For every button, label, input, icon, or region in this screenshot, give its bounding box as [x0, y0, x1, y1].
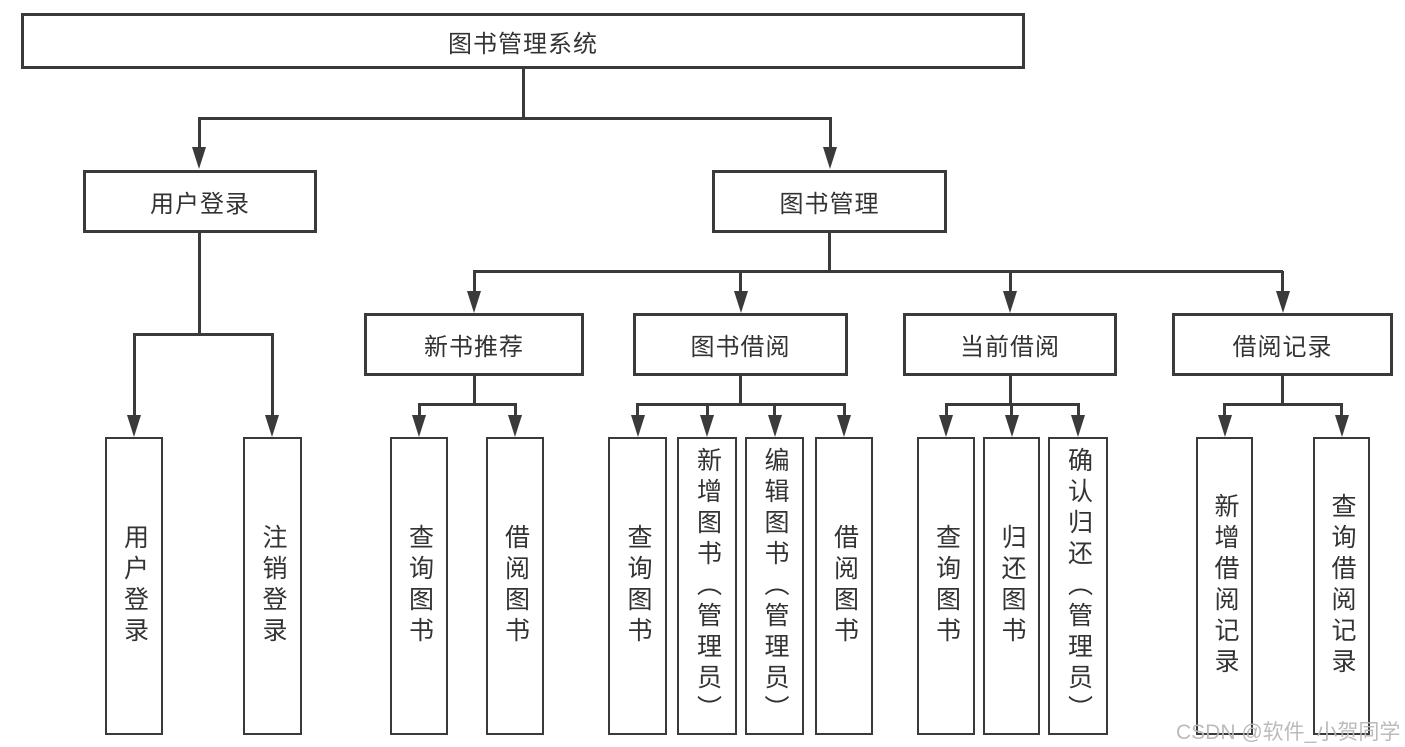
connector-line: [828, 118, 832, 149]
leaf-borrow-edit-books-admin: 编辑图书（管理员）: [745, 437, 804, 735]
arrowhead-down-icon: [630, 415, 645, 437]
watermark: CSDN @软件_小贺同学: [1176, 721, 1401, 744]
connector-line: [1008, 375, 1012, 405]
arrowhead-down-icon: [508, 415, 522, 437]
connector-line: [1010, 404, 1013, 417]
node-user-login: 用户登录: [83, 170, 317, 233]
leaf-borrow-query-books-label: 查询图书: [624, 524, 652, 648]
connector-line: [132, 334, 136, 417]
connector-line: [1223, 403, 1343, 406]
arrowhead-down-icon: [733, 291, 748, 313]
leaf-borrow-query-books: 查询图书: [608, 437, 667, 735]
node-root: 图书管理系统: [21, 13, 1025, 69]
node-book-borrow: 图书借阅: [633, 313, 848, 376]
arrowhead-down-icon: [1004, 415, 1019, 437]
connector-line: [1281, 375, 1284, 405]
connector-line: [636, 404, 639, 417]
connector-line: [197, 118, 201, 149]
leaf-recommend-query-books: 查询图书: [390, 437, 448, 735]
connector-line: [705, 404, 709, 417]
connector-line: [944, 404, 948, 417]
leaf-borrow-add-books-admin: 新增图书（管理员）: [677, 437, 737, 735]
connector-line: [417, 404, 421, 417]
leaf-user-login-label: 用户登录: [120, 524, 149, 648]
leaf-current-query-books-label: 查询图书: [932, 524, 961, 648]
connector-line: [270, 334, 274, 417]
leaf-records-add-record: 新增借阅记录: [1196, 437, 1253, 735]
connector-line: [197, 231, 201, 335]
connector-line: [132, 333, 274, 336]
node-book-management-label: 图书管理: [779, 191, 880, 218]
node-new-book-recommend: 新书推荐: [364, 313, 584, 376]
arrowhead-down-icon: [467, 291, 481, 313]
connector-line: [1008, 271, 1012, 293]
leaf-logout: 注销登录: [243, 437, 302, 735]
connector-line: [1281, 271, 1284, 293]
leaf-recommend-query-books-label: 查询图书: [405, 524, 434, 648]
connector-line: [842, 404, 846, 417]
arrowhead-down-icon: [767, 415, 782, 437]
connector-line: [472, 271, 476, 293]
leaf-current-return-books-label: 归还图书: [998, 524, 1026, 648]
arrowhead-down-icon: [412, 415, 426, 437]
arrowhead-down-icon: [939, 415, 953, 437]
connector-line: [1340, 404, 1343, 417]
connector-line: [827, 231, 831, 272]
node-borrow-records-label: 借阅记录: [1232, 334, 1333, 361]
node-current-borrow: 当前借阅: [903, 313, 1117, 376]
node-new-book-recommend-label: 新书推荐: [424, 334, 524, 361]
connector-line: [773, 404, 776, 417]
arrowhead-down-icon: [1071, 415, 1085, 437]
leaf-recommend-borrow-books: 借阅图书: [486, 437, 544, 735]
node-current-borrow-label: 当前借阅: [960, 334, 1060, 361]
connector-line: [739, 375, 742, 405]
leaf-borrow-borrow-books: 借阅图书: [815, 437, 873, 735]
arrowhead-down-icon: [700, 415, 714, 437]
node-user-login-label: 用户登录: [150, 191, 250, 218]
connector-line: [636, 403, 846, 406]
connector-line: [1076, 404, 1080, 417]
arrowhead-down-icon: [823, 147, 837, 169]
leaf-borrow-add-books-admin-label: 新增图书（管理员）: [693, 446, 722, 726]
arrowhead-down-icon: [265, 415, 279, 437]
leaf-records-query-record: 查询借阅记录: [1313, 437, 1370, 735]
arrowhead-down-icon: [1003, 291, 1017, 313]
node-root-label: 图书管理系统: [448, 30, 598, 58]
leaf-recommend-borrow-books-label: 借阅图书: [501, 524, 530, 648]
leaf-borrow-edit-books-admin-label: 编辑图书（管理员）: [761, 446, 789, 726]
leaf-records-query-record-label: 查询借阅记录: [1328, 493, 1356, 679]
connector-line: [1223, 404, 1226, 417]
connector-line: [417, 403, 517, 406]
leaf-current-return-books: 归还图书: [983, 437, 1040, 735]
connector-line: [739, 271, 742, 293]
leaf-current-confirm-return-admin-label: 确认归还（管理员）: [1064, 446, 1093, 726]
leaf-records-add-record-label: 新增借阅记录: [1211, 493, 1239, 679]
arrowhead-down-icon: [1275, 291, 1290, 313]
connector-line: [472, 270, 1283, 273]
leaf-user-login: 用户登录: [105, 437, 163, 735]
node-book-borrow-label: 图书借阅: [690, 334, 791, 361]
leaf-borrow-borrow-books-label: 借阅图书: [830, 524, 859, 648]
connector-line: [521, 69, 525, 119]
arrowhead-down-icon: [192, 147, 206, 169]
leaf-current-query-books: 查询图书: [917, 437, 975, 735]
arrowhead-down-icon: [127, 415, 141, 437]
leaf-logout-label: 注销登录: [259, 524, 287, 648]
connector-line: [197, 117, 832, 120]
connector-line: [472, 375, 476, 405]
arrowhead-down-icon: [837, 415, 851, 437]
leaf-current-confirm-return-admin: 确认归还（管理员）: [1048, 437, 1108, 735]
arrowhead-down-icon: [1334, 415, 1349, 437]
node-borrow-records: 借阅记录: [1172, 313, 1393, 376]
arrowhead-down-icon: [1217, 415, 1232, 437]
connector-line: [513, 404, 517, 417]
node-book-management: 图书管理: [712, 170, 947, 233]
